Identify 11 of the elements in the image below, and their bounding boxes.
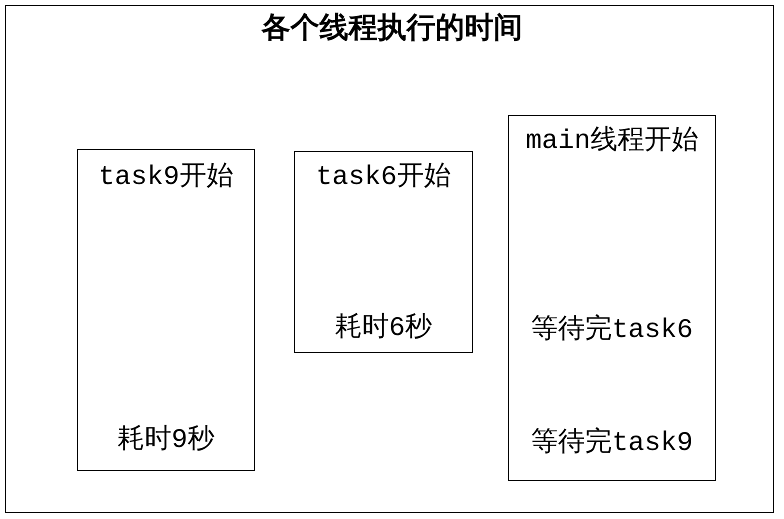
box-text: 等待完task6 [530,314,693,348]
box-text: task6开始 [316,162,451,195]
process-box [77,149,255,471]
process-box [294,151,473,353]
box-text: 等待完task9 [530,427,693,461]
title: 各个线程执行的时间 [262,12,522,44]
box-text: task9开始 [98,162,234,195]
process-box [508,115,716,481]
box-text: main线程开始 [526,125,698,159]
box-text: 耗时6秒 [334,312,432,346]
box-text: 耗时9秒 [117,424,215,458]
